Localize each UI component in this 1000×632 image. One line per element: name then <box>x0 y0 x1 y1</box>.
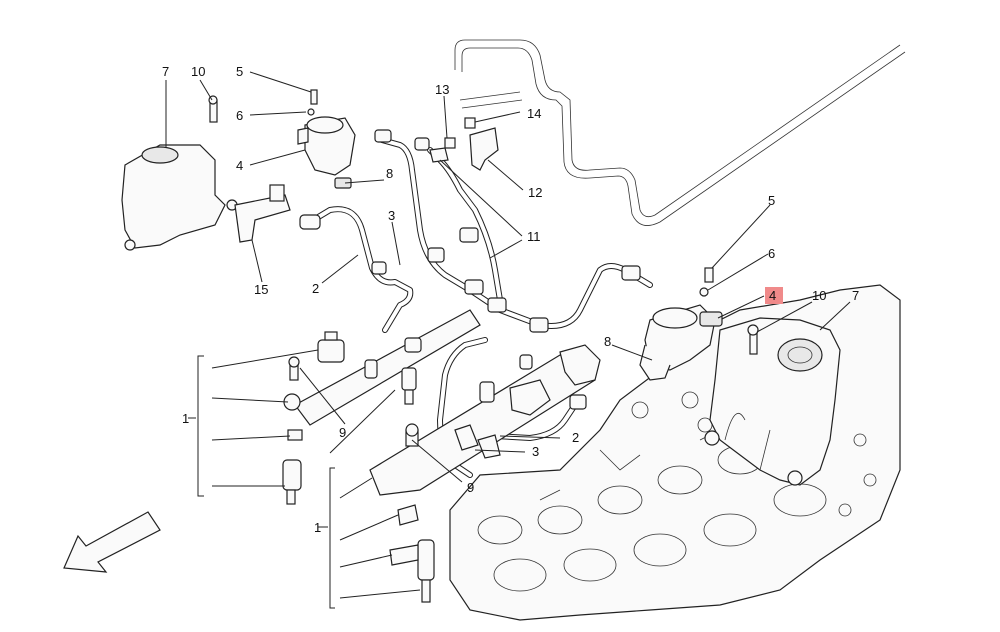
callout-9-left: 9 <box>339 425 346 440</box>
callout-2-left: 2 <box>312 281 319 296</box>
callout-7-right: 7 <box>852 288 859 303</box>
callout-10-right: 10 <box>812 288 826 303</box>
callout-1-bottom: 1 <box>314 520 321 535</box>
bracket-12 <box>429 117 499 171</box>
callout-6-left: 6 <box>236 108 243 123</box>
pipe-fittings <box>299 129 641 410</box>
leader-lines <box>165 71 851 609</box>
callout-2-mid: 2 <box>572 430 579 445</box>
fuel-rail-left <box>282 309 481 505</box>
fuel-rail-middle <box>369 344 601 603</box>
callout-10-left: 10 <box>191 64 205 79</box>
callout-5-left: 5 <box>236 64 243 79</box>
fuel-pipes <box>302 137 653 478</box>
callout-6-right: 6 <box>768 246 775 261</box>
callout-11: 11 <box>527 229 541 244</box>
fuel-pump-left <box>208 89 356 189</box>
callout-12: 12 <box>528 185 542 200</box>
coolant-line-outline <box>454 39 906 226</box>
callout-4-right: 4 <box>769 288 776 303</box>
callout-14: 14 <box>527 106 541 121</box>
callout-13: 13 <box>435 82 449 97</box>
callout-8-right: 8 <box>604 334 611 349</box>
callout-8-left: 8 <box>386 166 393 181</box>
callout-4-left: 4 <box>236 158 243 173</box>
callouts: 7 10 5 6 4 8 3 2 15 13 14 12 11 5 6 4 10… <box>162 64 859 535</box>
highlight-box <box>765 287 783 304</box>
pump-cover-left <box>121 144 238 251</box>
callout-5-right: 5 <box>768 193 775 208</box>
direction-arrow-icon <box>63 511 161 573</box>
callout-1-left: 1 <box>182 411 189 426</box>
pump-cover-right <box>704 317 841 486</box>
callout-3-left: 3 <box>388 208 395 223</box>
callout-7-left: 7 <box>162 64 169 79</box>
callout-15: 15 <box>254 282 268 297</box>
callout-9-mid: 9 <box>467 480 474 495</box>
callout-3-mid: 3 <box>532 444 539 459</box>
fuel-pump-right <box>639 267 759 381</box>
bracket-15 <box>234 184 291 243</box>
